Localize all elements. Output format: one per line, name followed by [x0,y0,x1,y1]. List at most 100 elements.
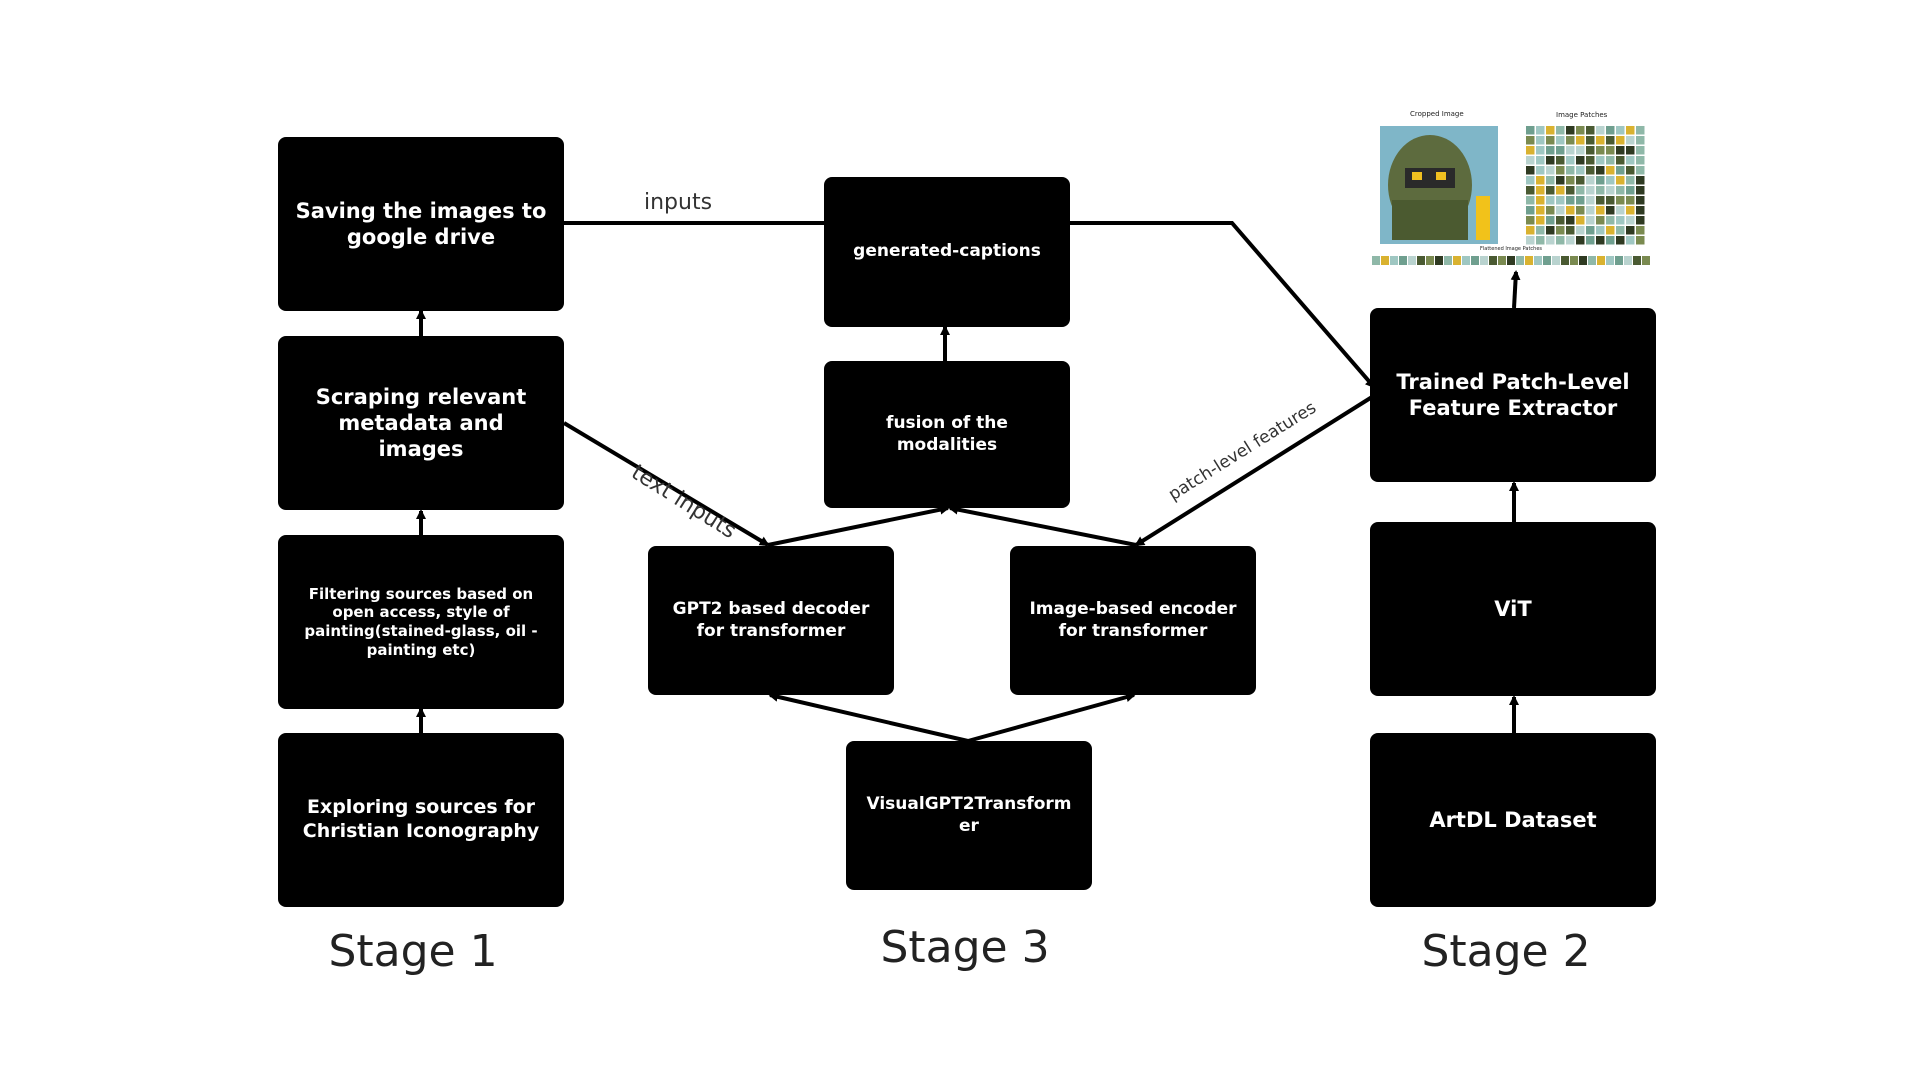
patch-cell [1566,156,1575,165]
patch-cell [1626,216,1635,225]
patch-cell [1526,176,1535,185]
patch-cell [1576,226,1585,235]
patch-cell [1566,206,1575,215]
patch-cell [1576,146,1585,155]
patch-cell [1606,226,1615,235]
flattened-patch [1507,256,1515,265]
patch-cell [1616,236,1625,245]
patch-cell [1556,226,1565,235]
patch-cell [1546,146,1555,155]
patch-cell [1636,156,1645,165]
patch-cell [1546,226,1555,235]
patch-cell [1596,196,1605,205]
patch-cell [1536,146,1545,155]
node-filtering-sources: Filtering sources based on open access, … [278,535,564,709]
patch-cell [1616,146,1625,155]
arrow-visual-to-decoder [768,691,969,743]
arrow-extractor-to-encoder [1134,395,1374,547]
patch-cell [1606,206,1615,215]
patch-cell [1606,146,1615,155]
patch-cell [1626,186,1635,195]
patch-cell [1606,216,1615,225]
flattened-patch [1525,256,1533,265]
patch-cell [1586,136,1595,145]
patch-cell [1626,196,1635,205]
patch-cell [1566,146,1575,155]
flattened-patch [1624,256,1632,265]
node-artdl-dataset: ArtDL Dataset [1370,733,1656,907]
patch-cell [1556,146,1565,155]
patch-cell [1606,126,1615,135]
patch-cell [1546,216,1555,225]
node-gpt2-decoder: GPT2 based decoder for transformer [648,546,894,695]
patch-cell [1586,236,1595,245]
patch-cell [1596,146,1605,155]
patch-cell [1526,166,1535,175]
patch-cell [1596,166,1605,175]
patch-cell [1566,226,1575,235]
patch-cell [1556,186,1565,195]
arrow-visual-to-encoder [967,692,1136,743]
patch-cell [1576,186,1585,195]
flattened-patch [1399,256,1407,265]
flattened-patch [1417,256,1425,265]
arrow-encoder-to-fusion [948,504,1137,547]
flattened-patch [1633,256,1641,265]
patch-cell [1636,166,1645,175]
patch-cell [1616,196,1625,205]
patch-cell [1606,196,1615,205]
patch-cell [1546,176,1555,185]
patch-cell [1626,156,1635,165]
stage-2-label: Stage 2 [1421,926,1591,977]
patch-cell [1556,166,1565,175]
stage-3-label: Stage 3 [880,922,1050,973]
patch-cell [1566,126,1575,135]
patch-cell [1536,166,1545,175]
patch-cell [1526,156,1535,165]
image-patches-title: Image Patches [1556,111,1608,119]
flattened-patch [1489,256,1497,265]
patch-cell [1556,196,1565,205]
patch-cell [1626,226,1635,235]
patch-cell [1586,196,1595,205]
node-saving-images: Saving the images to google drive [278,137,564,311]
patch-cell [1606,186,1615,195]
flattened-patch [1381,256,1389,265]
flattened-patch [1435,256,1443,265]
patch-cell [1596,216,1605,225]
node-visual-gpt2-transformer: VisualGPT2Transform er [846,741,1092,890]
patch-cell [1566,176,1575,185]
patch-cell [1626,166,1635,175]
patch-cell [1576,196,1585,205]
patch-cell [1546,206,1555,215]
flattened-patch [1480,256,1488,265]
patch-cell [1626,206,1635,215]
patch-cell [1566,136,1575,145]
patch-cell [1566,196,1575,205]
patch-cell [1556,156,1565,165]
arrow-scraping-to-decoder [562,421,770,547]
patch-thumbnail [1369,110,1657,268]
patch-cell [1586,126,1595,135]
patch-cell [1576,216,1585,225]
node-generated-captions: generated-captions [824,177,1070,327]
patch-cell [1606,166,1615,175]
patch-cell [1586,176,1595,185]
flattened-patch [1588,256,1596,265]
patch-cell [1546,166,1555,175]
patch-cell [1586,226,1595,235]
patch-cell [1546,236,1555,245]
patch-cell [1626,146,1635,155]
flattened-patch [1615,256,1623,265]
patch-cell [1586,186,1595,195]
node-patch-feature-extractor: Trained Patch-Level Feature Extractor [1370,308,1656,482]
arrow-saving-to-extractor [564,221,1376,389]
flattened-patch [1516,256,1524,265]
patch-cell [1616,206,1625,215]
node-image-encoder: Image-based encoder for transformer [1010,546,1256,695]
patch-cell [1626,176,1635,185]
patch-cell [1596,226,1605,235]
patch-cell [1566,186,1575,195]
flattened-patch [1390,256,1398,265]
